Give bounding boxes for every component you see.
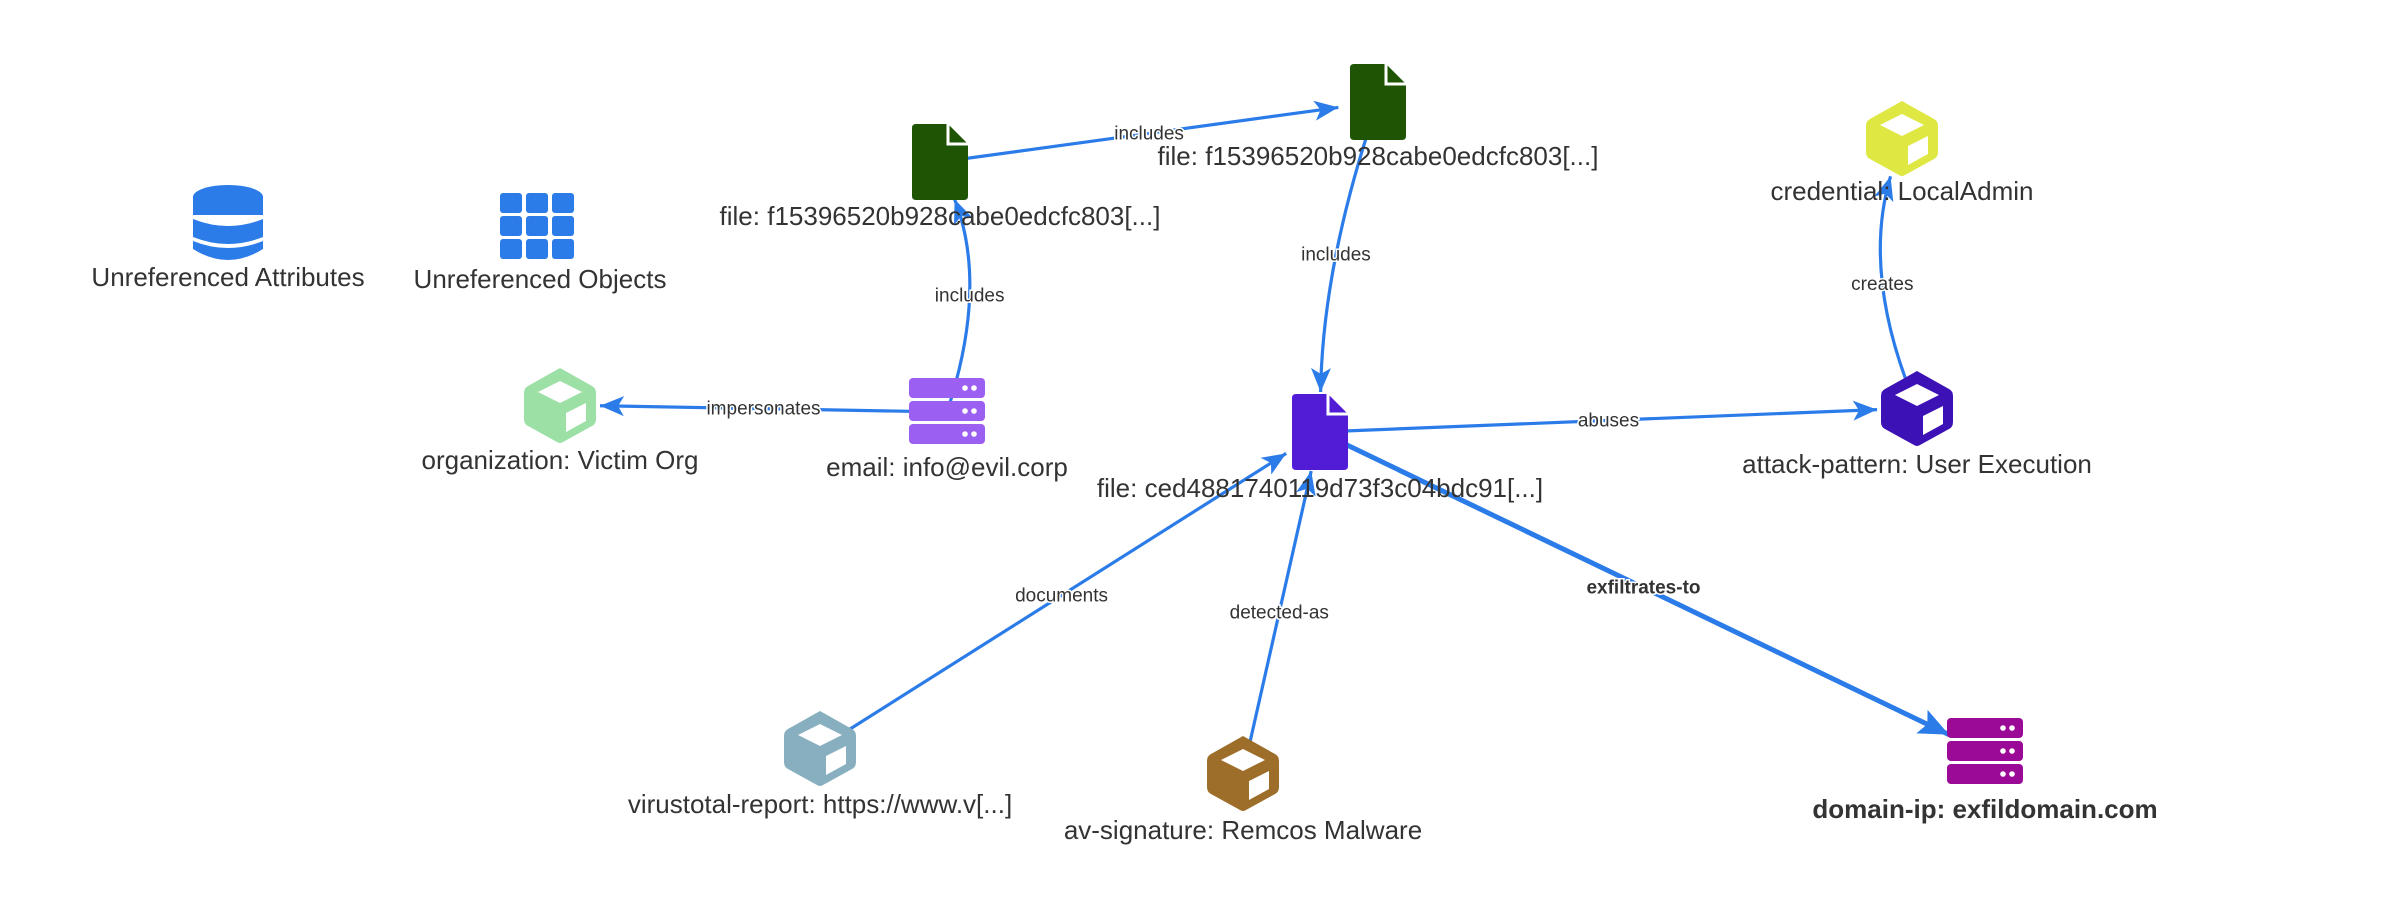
edge-line[interactable]	[1241, 470, 1313, 774]
database-icon	[193, 185, 263, 260]
edge-detected-as[interactable]: detected-as	[1228, 470, 1330, 774]
edge-line[interactable]	[1319, 101, 1380, 393]
edge-line[interactable]	[1319, 408, 1878, 434]
cube-icon	[524, 368, 596, 443]
edge-line[interactable]	[939, 105, 1339, 164]
file-icon	[1350, 64, 1406, 140]
server-icon	[1947, 718, 2023, 784]
node-label: file: f15396520b928cabe0edcfc803[...]	[1158, 141, 1599, 171]
edge-documents[interactable]: documents	[819, 452, 1288, 750]
server-icon	[909, 378, 985, 444]
edge-label: abuses	[1578, 410, 1639, 431]
node-credential[interactable]: credential: LocalAdmin	[1770, 101, 2034, 206]
edge-label: documents	[1015, 585, 1108, 606]
arrowhead-icon	[1310, 367, 1331, 393]
node-file[interactable]: file: f15396520b928cabe0edcfc803[...]	[720, 124, 1161, 231]
group-unreferenced-objects[interactable]: Unreferenced Objects	[414, 193, 667, 294]
group-unreferenced-attributes[interactable]: Unreferenced Attributes	[91, 185, 365, 292]
edge-includes[interactable]: includes	[1300, 101, 1380, 393]
arrowhead-icon	[1296, 471, 1316, 497]
arrowhead-icon	[1916, 709, 1949, 735]
arrowhead-icon	[1874, 176, 1894, 203]
edge-label: detected-as	[1230, 602, 1329, 623]
arrowhead-icon	[954, 199, 973, 226]
node-email[interactable]: email: info@evil.corp	[826, 378, 1068, 482]
edge-includes[interactable]: includes	[939, 100, 1339, 164]
node-label: file: f15396520b928cabe0edcfc803[...]	[720, 201, 1161, 231]
node-label: av-signature: Remcos Malware	[1064, 815, 1422, 845]
edge-label: includes	[1301, 245, 1371, 266]
arrowhead-icon	[1260, 453, 1287, 475]
file-icon	[1292, 394, 1348, 470]
node-label: virustotal-report: https://www.v[...]	[628, 789, 1012, 819]
arrowhead-icon	[1313, 100, 1339, 121]
edge-label: exfiltrates-to	[1586, 578, 1700, 599]
node-label: file: ced4881740119d73f3c04bdc91[...]	[1097, 473, 1543, 503]
node-label: attack-pattern: User Execution	[1742, 449, 2092, 479]
node-organization[interactable]: organization: Victim Org	[422, 368, 699, 475]
node-file[interactable]: file: f15396520b928cabe0edcfc803[...]	[1158, 64, 1599, 171]
edge-creates[interactable]: creates	[1850, 175, 1919, 409]
group-label: Unreferenced Attributes	[91, 262, 364, 292]
edge-line[interactable]	[819, 452, 1288, 750]
edge-label: impersonates	[706, 399, 820, 420]
group-label: Unreferenced Objects	[414, 264, 667, 294]
edge-includes[interactable]: includes	[933, 198, 1006, 413]
node-av-signature[interactable]: av-signature: Remcos Malware	[1064, 736, 1422, 845]
edge-abuses[interactable]: abuses	[1319, 400, 1878, 434]
arrowhead-icon	[599, 396, 625, 417]
edge-impersonates[interactable]: impersonates	[599, 396, 948, 421]
edge-label: creates	[1851, 274, 1913, 295]
node-virustotal-report[interactable]: virustotal-report: https://www.v[...]	[628, 711, 1012, 819]
node-domain-ip[interactable]: domain-ip: exfildomain.com	[1812, 718, 2158, 824]
edge-line[interactable]	[1318, 429, 1951, 737]
arrowhead-icon	[1852, 400, 1878, 421]
node-attack-pattern[interactable]: attack-pattern: User Execution	[1742, 371, 2092, 479]
file-icon	[912, 124, 968, 200]
edge-label: includes	[1114, 123, 1184, 144]
edges-layer: includes includes includes impersonates abus…	[599, 100, 1951, 774]
nodes-layer: Unreferenced Attributes Unreferenced Obj…	[91, 64, 2158, 845]
grid-icon	[500, 193, 574, 259]
edge-label: includes	[935, 286, 1005, 307]
node-file[interactable]: file: ced4881740119d73f3c04bdc91[...]	[1097, 394, 1543, 503]
node-label: organization: Victim Org	[422, 445, 699, 475]
edge-line[interactable]	[1878, 175, 1919, 409]
cube-icon	[1866, 101, 1938, 176]
cube-icon	[1207, 736, 1279, 811]
edge-exfiltrates-to[interactable]: exfiltrates-to	[1318, 429, 1951, 737]
node-label: domain-ip: exfildomain.com	[1812, 794, 2157, 824]
node-label: email: info@evil.corp	[826, 452, 1068, 482]
edge-line[interactable]	[599, 404, 948, 414]
node-label: credential: LocalAdmin	[1770, 176, 2033, 206]
cube-icon	[1881, 371, 1953, 446]
cube-icon	[784, 711, 856, 786]
